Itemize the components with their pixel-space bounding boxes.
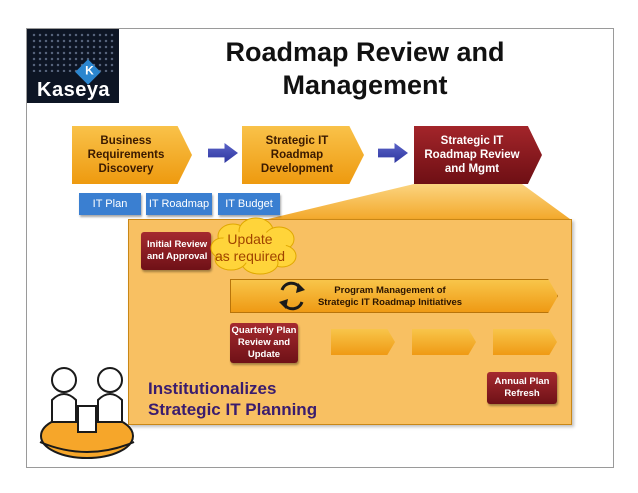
people-at-table-icon [39, 367, 135, 459]
annual-plan-box: Annual Plan Refresh [487, 372, 557, 404]
step-roadmap-development: Strategic IT Roadmap Development [242, 126, 364, 184]
program-label: Program Management of Strategic IT Roadm… [317, 285, 463, 308]
logo-wordmark: Kaseya [37, 79, 111, 101]
tag-it-plan: IT Plan [79, 193, 141, 215]
cycle-arrow-2 [412, 329, 476, 355]
institutionalizes-label: Institutionalizes Strategic IT Planning [148, 379, 318, 419]
step-roadmap-review: Strategic IT Roadmap Review and Mgmt [414, 126, 542, 184]
cycle-arrow-1 [331, 329, 395, 355]
cloud-label: Update as required [214, 231, 286, 264]
kaseya-logo-icon: K Kaseya [27, 29, 119, 103]
step-business-requirements: Business Requirements Discovery [72, 126, 192, 184]
initial-review-box: Initial Review and Approval [141, 232, 211, 270]
tag-it-budget: IT Budget [218, 193, 280, 215]
tag-it-roadmap: IT Roadmap [146, 193, 212, 215]
cycle-arrow-3 [493, 329, 557, 355]
logo-dot-pattern [31, 32, 115, 72]
funnel-shape [268, 184, 570, 219]
quarterly-review-box: Quarterly Plan Review and Update [230, 323, 298, 363]
page-title: Roadmap Review and Management [225, 37, 505, 100]
